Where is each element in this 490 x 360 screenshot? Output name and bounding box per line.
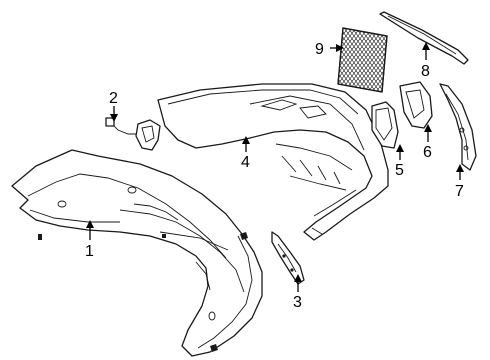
callout-5: 5 xyxy=(395,162,404,179)
callout-labels: 1 2 3 4 5 6 7 8 9 xyxy=(85,41,464,311)
part-7-side-trim xyxy=(439,83,477,171)
callout-3: 3 xyxy=(293,294,302,311)
part-1-bumper-cover xyxy=(11,149,263,357)
part-4-bumper-absorber xyxy=(157,83,389,241)
callout-6: 6 xyxy=(423,144,432,161)
callout-1: 1 xyxy=(85,243,94,260)
leader-lines xyxy=(86,42,464,292)
part-2-sensor-bracket xyxy=(105,117,161,151)
part-5-guide-bracket xyxy=(371,101,399,149)
callout-4: 4 xyxy=(241,154,250,171)
callout-2: 2 xyxy=(109,90,118,107)
part-8-upper-molding xyxy=(379,11,469,65)
callout-7: 7 xyxy=(455,183,464,200)
part-6-mount-bracket xyxy=(399,81,433,129)
callout-8: 8 xyxy=(421,63,430,80)
callout-9: 9 xyxy=(315,41,324,58)
part-3-side-bracket xyxy=(271,231,305,285)
